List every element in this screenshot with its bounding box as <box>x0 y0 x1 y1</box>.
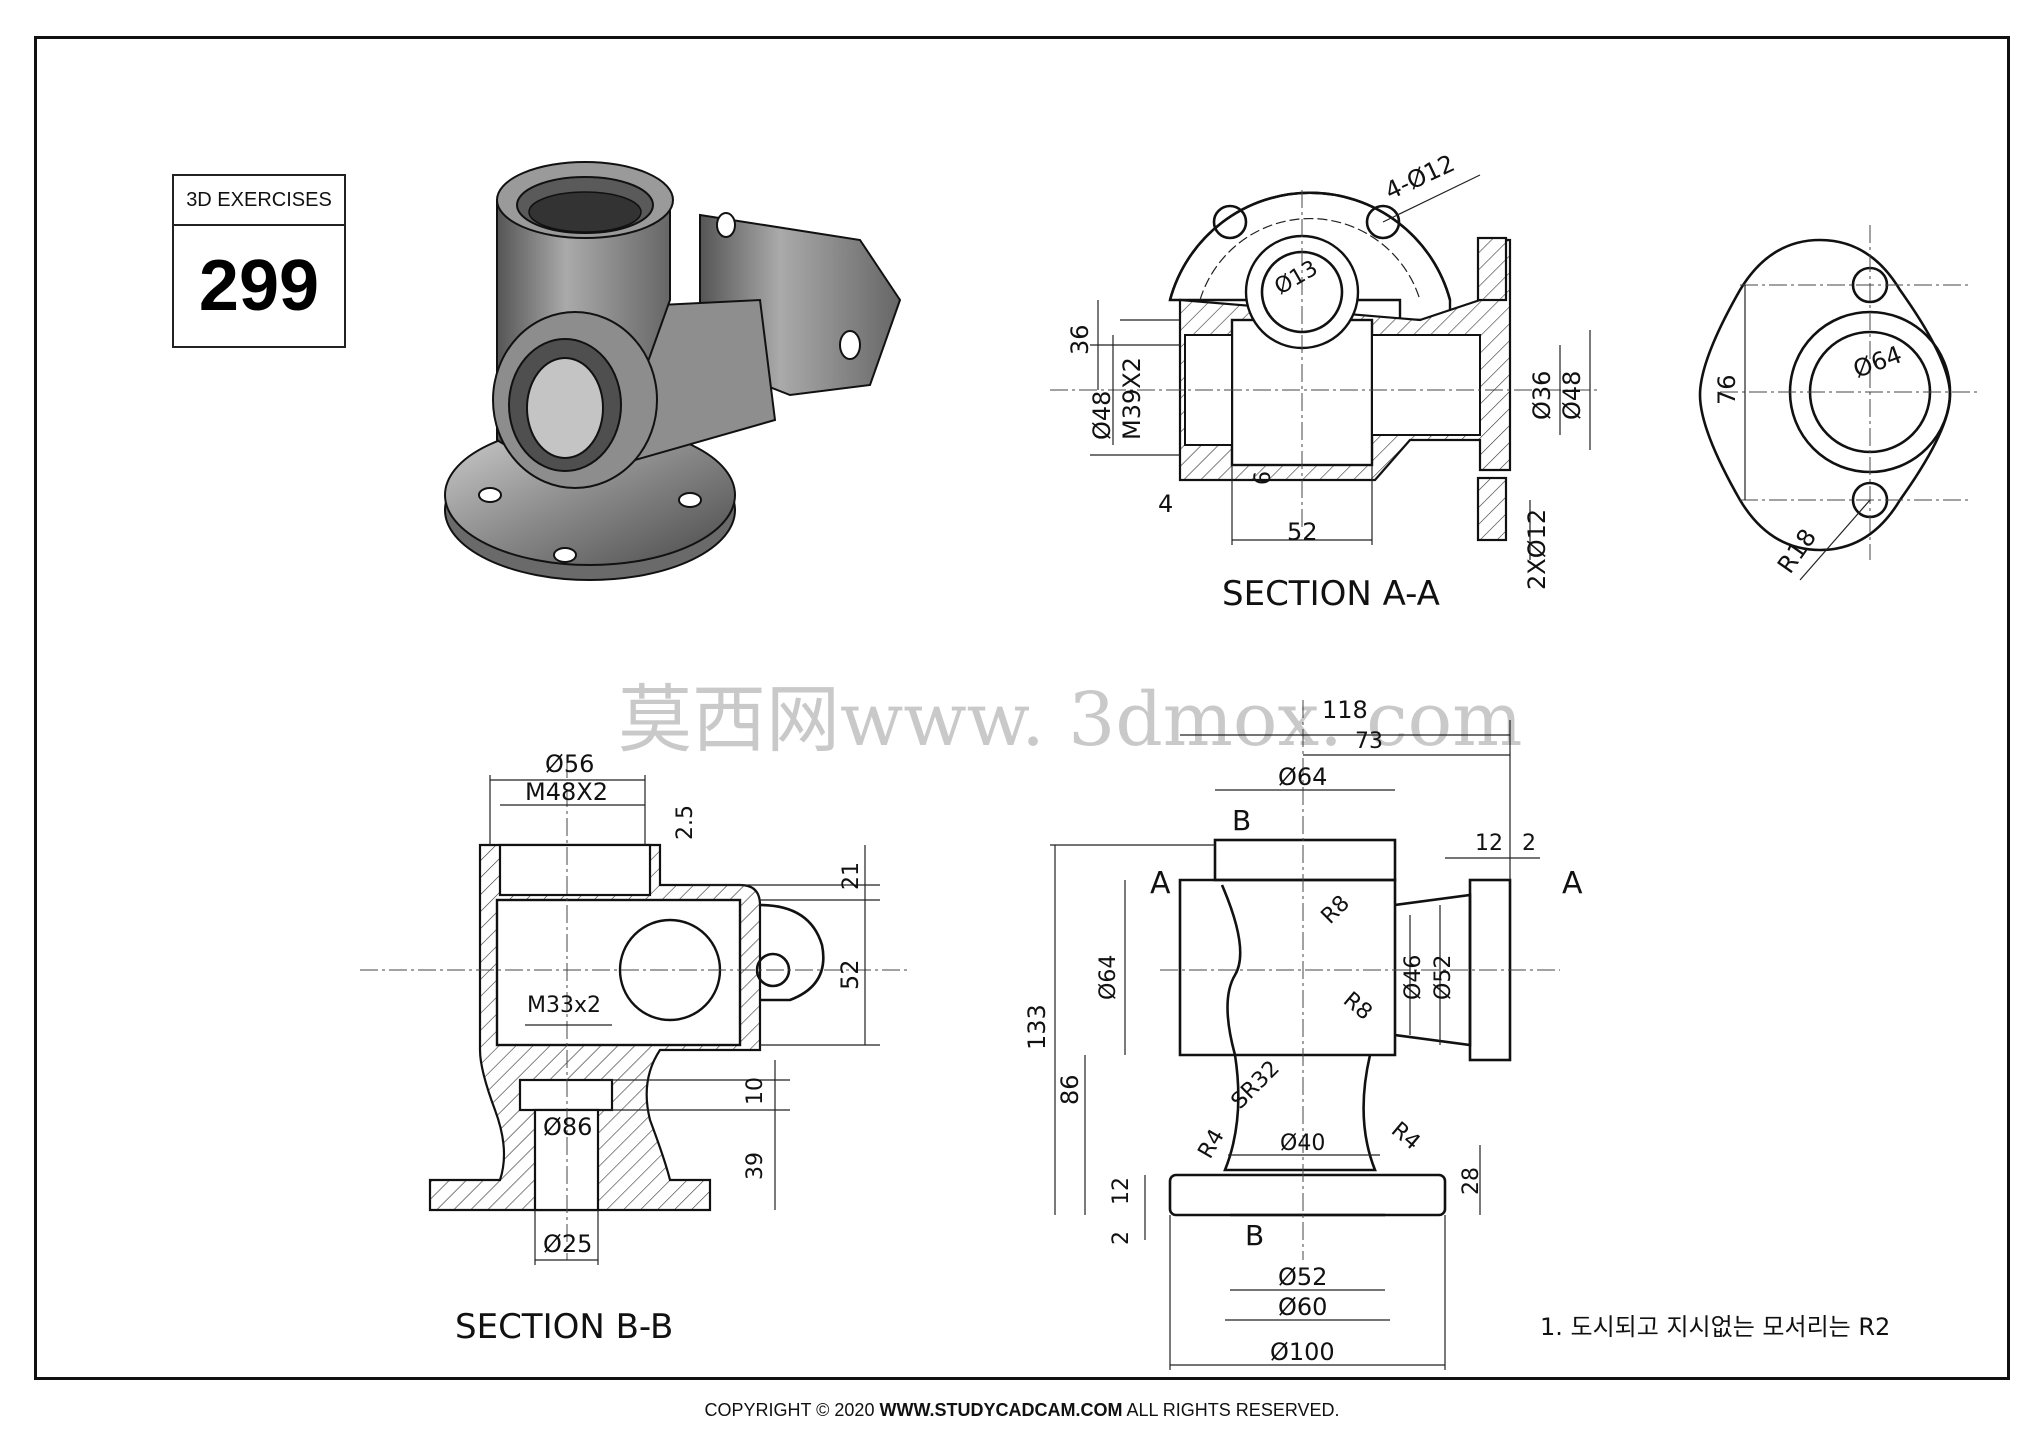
section-b-marker-top: B <box>1232 804 1251 837</box>
dim-21: 21 <box>839 862 864 890</box>
dim-front-52-bottom: Ø52 <box>1278 1263 1327 1291</box>
dim-2-left: 2 <box>1109 1231 1134 1245</box>
dim-2-top: 2 <box>1522 831 1536 856</box>
dim-r8-upper: R8 <box>1317 891 1355 929</box>
dim-10: 10 <box>743 1077 768 1105</box>
watermark: 莫西网www. 3dmox. com <box>618 677 1522 763</box>
dim-r8-lower: R8 <box>1338 987 1377 1025</box>
footer-suffix: ALL RIGHTS RESERVED. <box>1122 1400 1340 1420</box>
dim-r4-left: R4 <box>1194 1125 1230 1163</box>
dim-60: Ø60 <box>1278 1293 1327 1321</box>
section-bb-view: Ø56 M48X2 2.5 21 52 M33x2 10 Ø86 39 Ø25 … <box>360 750 910 1347</box>
dim-133: 133 <box>1023 1004 1051 1050</box>
copyright-footer: COPYRIGHT © 2020 WWW.STUDYCADCAM.COM ALL… <box>0 1400 2044 1421</box>
dim-56: Ø56 <box>545 750 594 778</box>
exercise-box: 3D EXERCISES 299 <box>172 174 346 348</box>
dim-flange-64: Ø64 <box>1849 340 1905 383</box>
dim-m39: M39X2 <box>1118 357 1146 440</box>
flange-view: 76 Ø64 R18 <box>1698 225 1980 581</box>
dim-bb-52: 52 <box>836 959 864 990</box>
dim-r4-right: R4 <box>1386 1117 1425 1155</box>
dim-48-right: Ø48 <box>1558 371 1586 420</box>
exercise-label: 3D EXERCISES <box>174 176 344 226</box>
dim-86: Ø86 <box>543 1113 592 1141</box>
exercise-number: 299 <box>198 246 320 326</box>
dim-12-left: 12 <box>1109 1177 1134 1205</box>
section-a-marker-left: A <box>1150 866 1171 901</box>
dim-2-5: 2.5 <box>673 805 698 840</box>
dim-m33: M33x2 <box>527 993 601 1018</box>
dim-holes-2x12: 2XØ12 <box>1523 509 1551 590</box>
drawing-frame <box>34 36 2010 1380</box>
section-a-marker-right: A <box>1562 866 1583 901</box>
dim-118: 118 <box>1322 696 1368 724</box>
dim-4-holes-12: 4-Ø12 <box>1381 149 1459 205</box>
dim-front-86: 86 <box>1056 1074 1084 1105</box>
dim-48-left: Ø48 <box>1088 391 1116 440</box>
dim-100: Ø100 <box>1270 1338 1335 1366</box>
dim-76: 76 <box>1713 374 1741 405</box>
footer-site: WWW.STUDYCADCAM.COM <box>879 1400 1123 1420</box>
dim-front-64-left: Ø64 <box>1096 955 1121 1000</box>
dim-39: 39 <box>743 1152 768 1180</box>
dim-36: 36 <box>1066 324 1094 355</box>
section-bb-title: SECTION B-B <box>455 1307 673 1347</box>
isometric-view <box>444 161 902 581</box>
section-b-marker-bottom: B <box>1245 1219 1264 1252</box>
general-note: 1. 도시되고 지시없는 모서리는 R2 <box>1540 1313 1890 1341</box>
dim-73: 73 <box>1355 729 1383 754</box>
dim-36-right: Ø36 <box>1528 371 1556 420</box>
dim-40: Ø40 <box>1280 1131 1325 1156</box>
footer-prefix: COPYRIGHT © 2020 <box>704 1400 880 1420</box>
dim-front-64-top: Ø64 <box>1278 763 1327 791</box>
dim-front-52: Ø52 <box>1431 955 1456 1000</box>
dim-m48: M48X2 <box>525 778 608 806</box>
dim-4: 4 <box>1158 490 1173 518</box>
dim-12-top: 12 <box>1475 831 1503 856</box>
dim-6: 6 <box>1251 471 1276 485</box>
dim-25: Ø25 <box>543 1230 592 1258</box>
section-aa-view: 36 Ø48 M39X2 4 6 52 Ø36 Ø48 2XØ12 Ø13 4-… <box>1050 149 1600 614</box>
dim-28: 28 <box>1459 1167 1484 1195</box>
section-aa-title: SECTION A-A <box>1222 574 1440 614</box>
dim-52: 52 <box>1287 518 1318 546</box>
front-view: 118 73 Ø64 B A A 12 2 R8 R8 Ø46 Ø52 Ø64 … <box>1023 696 1583 1370</box>
dim-46: Ø46 <box>1401 955 1426 1000</box>
